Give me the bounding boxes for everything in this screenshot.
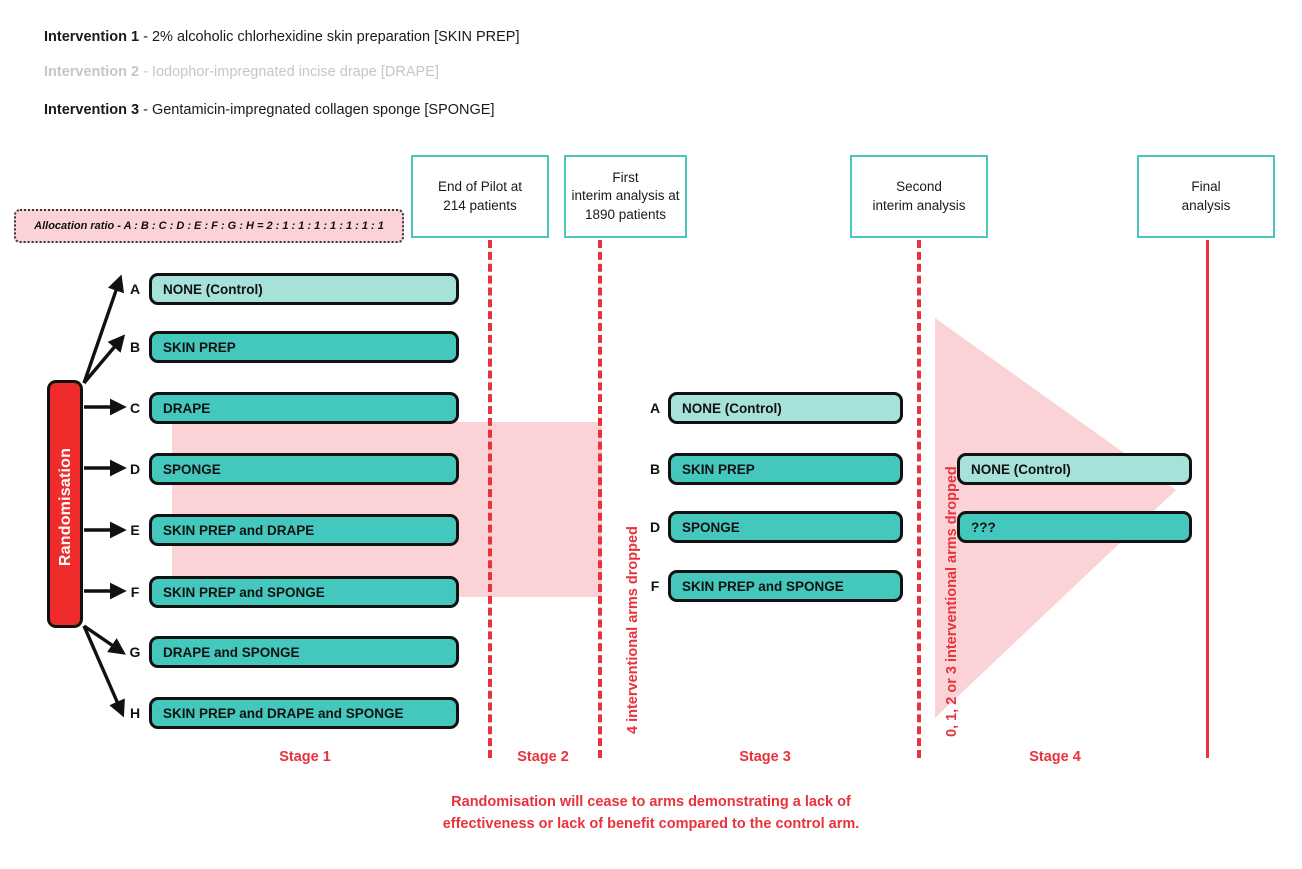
stage3-arm-letter-a: A (649, 400, 661, 416)
arrow-to-arm-b (82, 334, 126, 385)
analysis-box-end-of-pilot-line2: 214 patients (443, 197, 517, 213)
arm-box-c: DRAPE (149, 392, 459, 424)
stage3-arm-box-f: SKIN PREP and SPONGE (668, 570, 903, 602)
timeline-line-end-of-pilot (488, 240, 492, 758)
stage3-arm-letter-f: F (650, 578, 660, 594)
stage3-arm-label-a: NONE (Control) (682, 400, 782, 416)
arm-label-f: SKIN PREP and SPONGE (163, 584, 325, 600)
analysis-box-final: Final analysis (1137, 155, 1275, 238)
analysis-box-final-line1: Final (1191, 179, 1221, 195)
arrow-to-arm-g (83, 624, 126, 655)
stage3-arm-box-d: SPONGE (668, 511, 903, 543)
arm-label-d: SPONGE (163, 461, 221, 477)
analysis-box-second-interim: Second interim analysis (850, 155, 988, 238)
stage3-arm-box-a: NONE (Control) (668, 392, 903, 424)
stage-label-3: Stage 3 (739, 749, 791, 765)
arm-label-b: SKIN PREP (163, 339, 236, 355)
stage4-arm-box-control: NONE (Control) (957, 453, 1192, 485)
timeline-line-first-interim (598, 240, 602, 758)
arm-label-e: SKIN PREP and DRAPE (163, 522, 315, 538)
arm-letter-h: H (129, 705, 141, 721)
arm-box-b: SKIN PREP (149, 331, 459, 363)
legend-item-1-bold: Intervention 1 (44, 29, 140, 45)
stage4-arm-label-control: NONE (Control) (971, 461, 1071, 477)
arm-label-a: NONE (Control) (163, 281, 263, 297)
footer-note-line1: Randomisation will cease to arms demonst… (451, 794, 851, 810)
analysis-box-first-interim-line2: interim analysis at (571, 188, 680, 204)
allocation-ratio-text: Allocation ratio - A : B : C : D : E : F… (34, 220, 384, 232)
footer-note: Randomisation will cease to arms demonst… (0, 791, 1302, 836)
arm-letter-c: C (129, 400, 141, 416)
analysis-box-first-interim: First interim analysis at 1890 patients (564, 155, 687, 238)
arrow-to-arm-a (82, 274, 125, 384)
arm-letter-d: D (129, 461, 141, 477)
footer-note-line2: effectiveness or lack of benefit compare… (442, 816, 860, 833)
legend-item-3: Intervention 3 - Gentamicin-impregnated … (44, 103, 495, 118)
legend-item-3-rest: - Gentamicin-impregnated collagen sponge… (139, 102, 495, 118)
stage4-arm-box-unknown: ??? (957, 511, 1192, 543)
arm-box-d: SPONGE (149, 453, 459, 485)
randomisation-bar: Randomisation (47, 380, 83, 628)
stage-label-4: Stage 4 (1029, 749, 1081, 765)
legend-item-2-bold: Intervention 2 (44, 64, 140, 80)
arm-label-c: DRAPE (163, 400, 211, 416)
arm-letter-a: A (129, 281, 141, 297)
caption-4-arms-dropped: 4 interventional arms dropped (625, 526, 641, 734)
legend-item-3-bold: Intervention 3 (44, 102, 140, 118)
arm-box-g: DRAPE and SPONGE (149, 636, 459, 668)
legend-item-1-rest: - 2% alcoholic chlorhexidine skin prepar… (139, 29, 520, 45)
stage3-arm-box-b: SKIN PREP (668, 453, 903, 485)
arm-label-h: SKIN PREP and DRAPE and SPONGE (163, 705, 404, 721)
analysis-box-second-interim-line2: interim analysis (872, 197, 966, 213)
stage4-arm-label-unknown: ??? (971, 519, 996, 535)
timeline-line-final (1206, 240, 1209, 758)
legend-item-1: Intervention 1 - 2% alcoholic chlorhexid… (44, 30, 519, 45)
analysis-box-first-interim-line1: First (612, 170, 639, 186)
legend-item-2-rest: - Iodophor-impregnated incise drape [DRA… (139, 64, 439, 80)
analysis-box-final-line2: analysis (1181, 197, 1231, 213)
arm-letter-b: B (129, 339, 141, 355)
arm-box-f: SKIN PREP and SPONGE (149, 576, 459, 608)
analysis-box-end-of-pilot-line1: End of Pilot at (437, 179, 523, 195)
stage-label-1: Stage 1 (279, 749, 331, 765)
analysis-box-end-of-pilot: End of Pilot at 214 patients (411, 155, 549, 238)
arm-letter-e: E (130, 522, 140, 538)
stage3-arm-label-f: SKIN PREP and SPONGE (682, 578, 844, 594)
allocation-ratio-box: Allocation ratio - A : B : C : D : E : F… (14, 209, 404, 243)
arrow-to-arm-h (82, 625, 125, 718)
arm-label-g: DRAPE and SPONGE (163, 644, 300, 660)
stage-label-2: Stage 2 (517, 749, 569, 765)
stage3-arm-letter-b: B (649, 461, 661, 477)
caption-0-to-3-arms-dropped: 0, 1, 2 or 3 interventional arms dropped (944, 466, 960, 737)
arm-box-a: NONE (Control) (149, 273, 459, 305)
stage3-arm-label-b: SKIN PREP (682, 461, 755, 477)
arm-box-h: SKIN PREP and DRAPE and SPONGE (149, 697, 459, 729)
analysis-box-second-interim-line1: Second (896, 179, 942, 195)
stage3-arm-label-d: SPONGE (682, 519, 740, 535)
analysis-box-first-interim-line3: 1890 patients (584, 206, 667, 222)
randomisation-label: Randomisation (57, 447, 74, 567)
arm-letter-g: G (129, 644, 141, 660)
timeline-line-second-interim (917, 240, 921, 758)
pink-band-stage2 (172, 422, 602, 597)
arm-box-e: SKIN PREP and DRAPE (149, 514, 459, 546)
arm-letter-f: F (130, 584, 140, 600)
stage3-arm-letter-d: D (649, 519, 661, 535)
legend-item-2: Intervention 2 - Iodophor-impregnated in… (44, 65, 439, 80)
